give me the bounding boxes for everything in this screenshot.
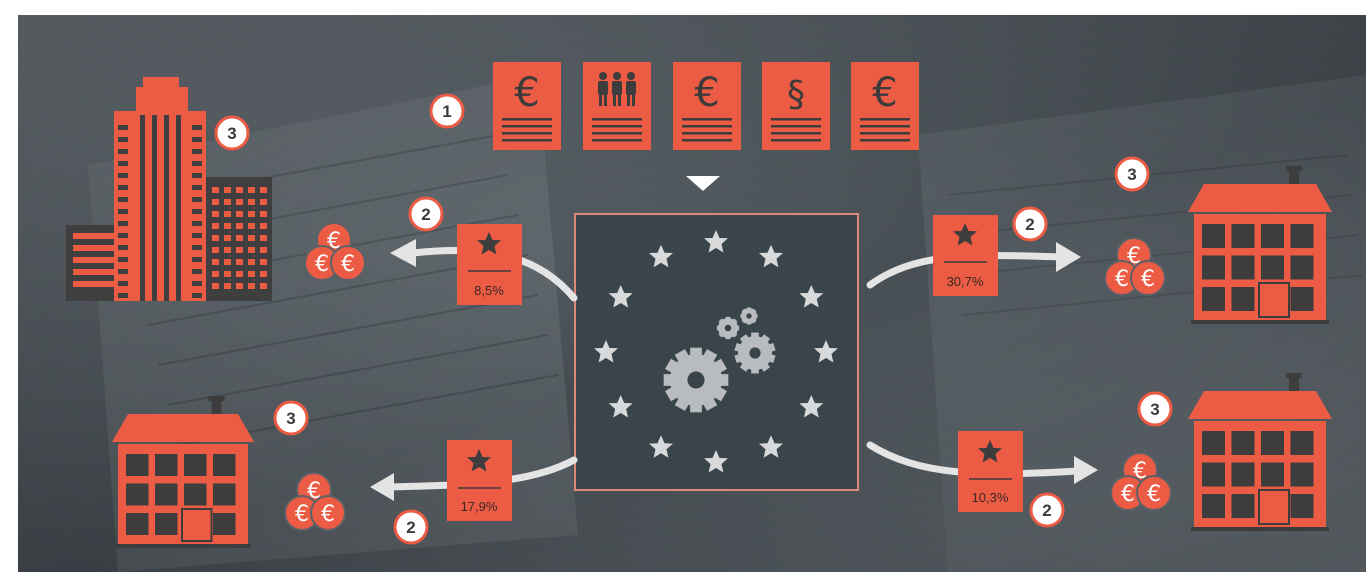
- arrowhead-top-right: [1056, 242, 1081, 272]
- euro-symbol: €: [315, 252, 329, 277]
- euro-symbol: €: [295, 502, 309, 527]
- euro-coins-icon: €€€: [304, 222, 366, 281]
- euro-symbol: €: [341, 252, 355, 277]
- euro-symbol: €: [1141, 267, 1155, 292]
- step-badge-2-top-left: 2: [408, 196, 444, 232]
- step-badge-3-bottom-right: 3: [1137, 391, 1173, 427]
- rate-value: 8,5%: [474, 283, 504, 298]
- small-gear-icon: [716, 316, 740, 340]
- central-eu-panel: [574, 213, 859, 491]
- paragraph-icon: §: [787, 74, 805, 115]
- svg-text:2: 2: [406, 518, 415, 537]
- document-paragraph: §: [762, 62, 830, 150]
- door-icon: [1258, 282, 1290, 318]
- flow-arrow-bottom-right: [866, 441, 1082, 478]
- svg-text:3: 3: [227, 124, 236, 143]
- rate-value: 30,7%: [947, 274, 984, 289]
- door-icon: [181, 508, 213, 542]
- arrowhead-bottom-right: [1074, 456, 1098, 484]
- svg-text:2: 2: [1042, 501, 1051, 520]
- step-badge-2-bottom-left: 2: [393, 509, 429, 545]
- svg-text:3: 3: [1150, 400, 1159, 419]
- svg-text:3: 3: [1127, 165, 1136, 184]
- svg-text:2: 2: [421, 205, 430, 224]
- diagram-svg: € € § € 1 8,5% 30,7% 17,9%: [18, 15, 1366, 572]
- people-icon: [598, 72, 636, 106]
- gears-icon: [663, 307, 776, 413]
- document-euro: €: [493, 62, 561, 150]
- building-icon-top-right: [1188, 166, 1332, 324]
- arrowhead-top-left: [390, 239, 416, 267]
- rate-value: 10,3%: [972, 490, 1009, 505]
- euro-symbol: €: [1115, 267, 1129, 292]
- step-badge-3-bottom-left: 3: [273, 400, 309, 436]
- rate-badge-top-right: 30,7%: [933, 215, 998, 296]
- svg-text:2: 2: [1025, 215, 1034, 234]
- euro-icon: €: [694, 70, 719, 116]
- step-badge-2-top-right: 2: [1012, 206, 1048, 242]
- rate-badge-bottom-right: 10,3%: [958, 431, 1023, 512]
- euro-symbol: €: [1147, 482, 1161, 507]
- step-badge-1: 1: [429, 93, 465, 129]
- skyscraper-complex-icon: [66, 77, 272, 301]
- euro-symbol: €: [321, 502, 335, 527]
- building-icon-bottom-left: [112, 396, 254, 548]
- step-badge-3-top-left: 3: [214, 115, 250, 151]
- step-badge-3-top-right: 3: [1114, 156, 1150, 192]
- euro-icon: €: [514, 70, 539, 116]
- euro-coins-icon: €€€: [1104, 237, 1166, 296]
- document-row: € € § €: [493, 62, 919, 150]
- tax-flow-diagram: € € § € 1 8,5% 30,7% 17,9%: [18, 15, 1366, 572]
- document-euro: €: [673, 62, 741, 150]
- door-icon: [1258, 489, 1290, 525]
- rate-badge-bottom-left: 17,9%: [447, 440, 512, 521]
- down-arrow-icon: [686, 176, 720, 191]
- euro-symbol: €: [1121, 482, 1135, 507]
- large-gear-icon: [663, 347, 729, 413]
- document-people: [583, 62, 651, 150]
- medium-gear-icon: [734, 332, 776, 374]
- euro-icon: €: [872, 70, 897, 116]
- building-icon-bottom-right: [1188, 373, 1332, 531]
- euro-coins-icon: €€€: [1110, 452, 1172, 511]
- euro-coins-icon: €€€: [284, 472, 346, 531]
- step-number: 1: [442, 102, 451, 121]
- rate-value: 17,9%: [461, 499, 498, 514]
- tiny-gear-icon: [740, 307, 758, 325]
- rate-badge-top-left: 8,5%: [457, 224, 522, 305]
- arrowhead-bottom-left: [370, 473, 394, 501]
- step-badge-2-bottom-right: 2: [1029, 492, 1065, 528]
- svg-text:3: 3: [286, 409, 295, 428]
- document-euro: €: [851, 62, 919, 150]
